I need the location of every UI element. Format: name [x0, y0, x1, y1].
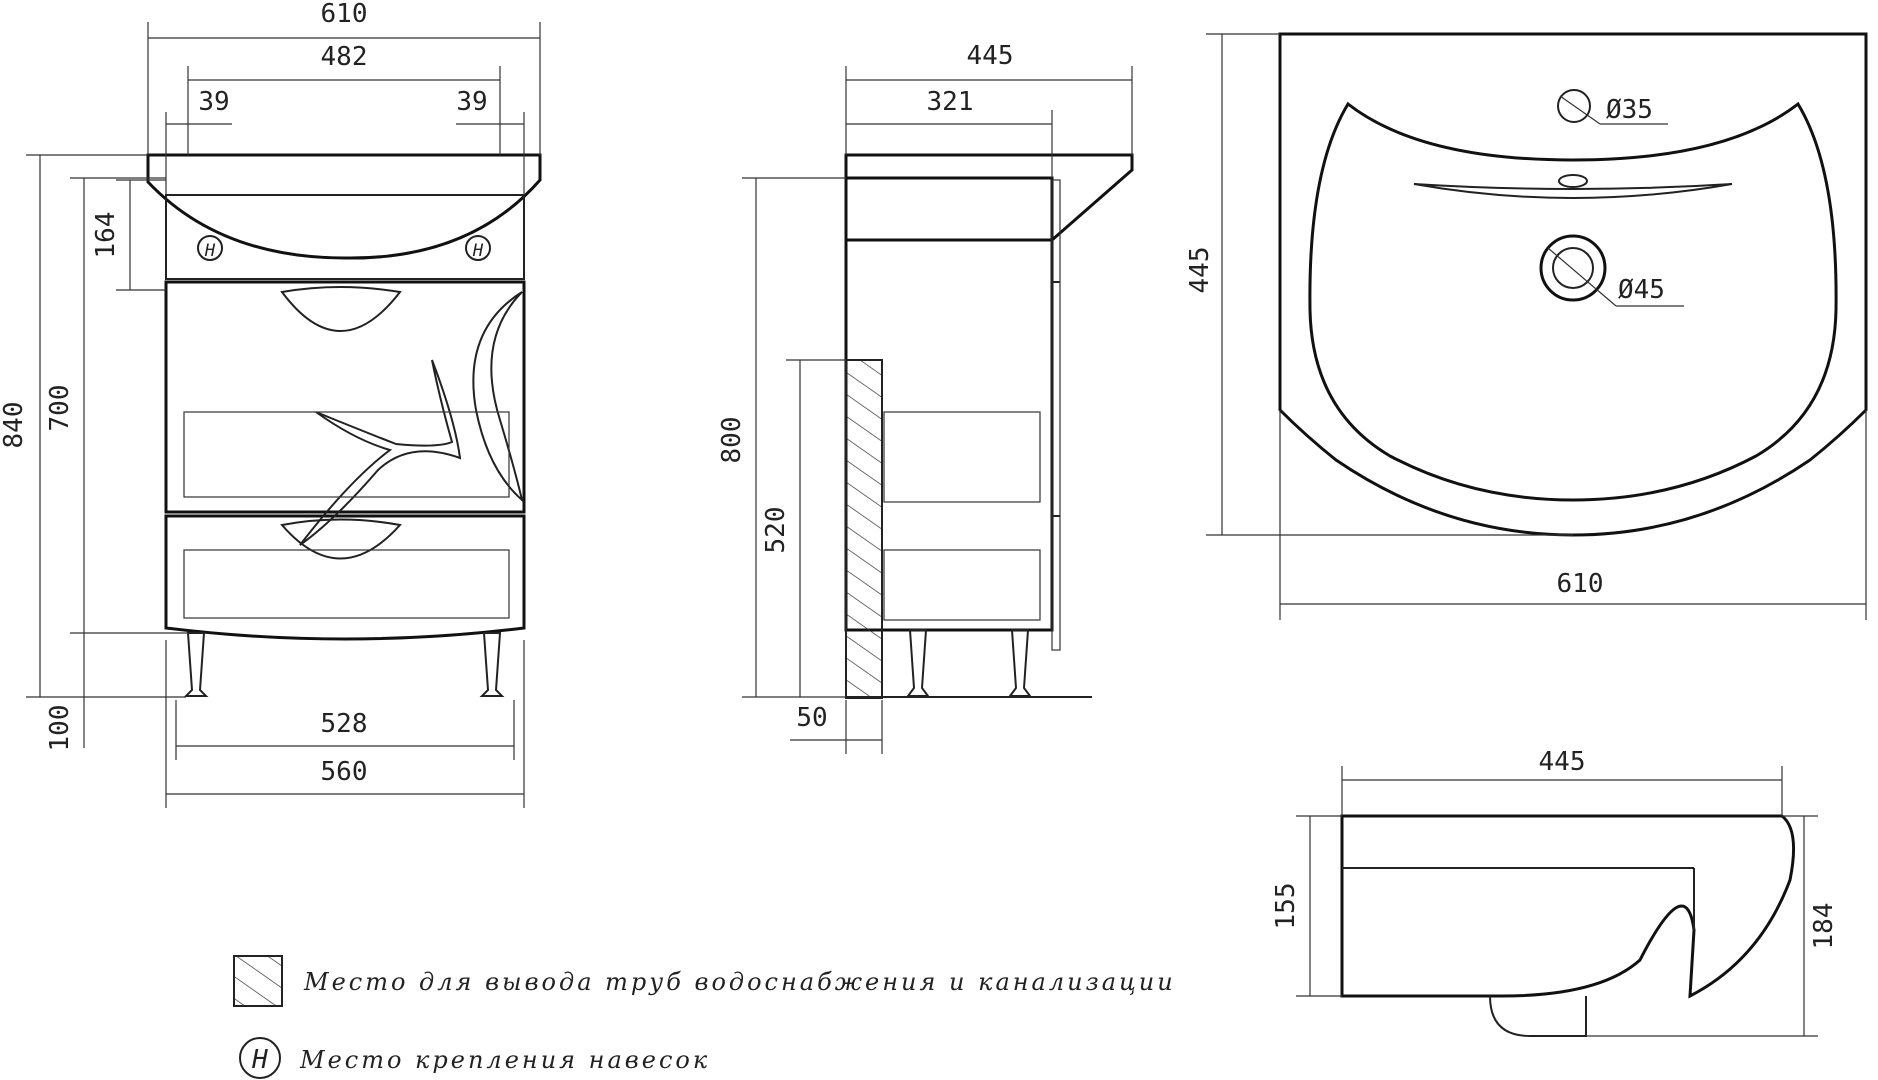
dim-front-top-height: 164	[91, 212, 121, 259]
dim-front-body-width: 560	[321, 757, 368, 787]
dim-front-inner-width: 482	[321, 42, 368, 72]
svg-text:H: H	[204, 241, 216, 261]
svg-text:H: H	[251, 1045, 268, 1075]
front-handle-bottom	[280, 518, 402, 560]
legend: Место для вывода труб водоснабжения и ка…	[233, 955, 1176, 1079]
dim-basin-depth: 445	[1185, 247, 1215, 294]
legend-hatch-item: Место для вывода труб водоснабжения и ка…	[233, 955, 1176, 1007]
dim-side-depth-body: 321	[927, 87, 974, 117]
basin-outline	[1278, 32, 1868, 537]
dim-side-height-total: 800	[717, 417, 747, 464]
basin-side-outline	[1340, 814, 1796, 999]
legend-hatch-label: Место для вывода труб водоснабжения и ка…	[303, 968, 1176, 996]
dim-drain-hole: Ø45	[1618, 275, 1665, 305]
mount-symbol-left: H	[197, 235, 223, 261]
front-drawer-bottom	[164, 514, 526, 641]
side-view: 445 321 800 520 50	[717, 41, 1134, 754]
dim-basin-side-depth: 445	[1539, 747, 1586, 777]
dim-basin-width: 610	[1557, 569, 1604, 599]
dim-front-total-height: 840	[0, 402, 29, 449]
front-decor-curve	[472, 291, 524, 503]
dim-front-total-width: 610	[321, 0, 368, 29]
drain-hole: Ø45	[1539, 234, 1684, 307]
dim-tap-hole: Ø35	[1606, 95, 1653, 125]
front-leg-left	[183, 632, 209, 697]
front-leg-right	[479, 632, 505, 697]
front-handle-top	[280, 286, 402, 332]
side-leg-back	[1008, 629, 1032, 697]
tap-hole-small	[1558, 174, 1588, 188]
dim-basin-side-height-front: 155	[1271, 883, 1301, 930]
dim-front-leg-height: 100	[45, 705, 75, 752]
front-view: H H 610 482 39 39 164 840	[0, 0, 542, 808]
side-leg-front	[906, 629, 930, 697]
mount-symbol-right: H	[465, 235, 491, 261]
basin-side-drain	[1489, 995, 1587, 1037]
front-upper-panel	[165, 194, 525, 280]
dim-front-body-height: 700	[45, 385, 75, 432]
dim-side-pipe-offset: 50	[796, 703, 827, 733]
legend-mount-item: H Место крепления навесок	[239, 1037, 710, 1079]
basin-rim-curve	[1413, 183, 1733, 199]
legend-hatch-swatch	[233, 955, 283, 1007]
legend-mount-label: Место крепления навесок	[299, 1046, 710, 1074]
front-drawer-top	[164, 280, 526, 514]
front-decor-branch	[299, 359, 462, 546]
tap-hole: Ø35	[1557, 89, 1668, 125]
dim-side-depth-total: 445	[967, 41, 1014, 71]
dim-front-right-offset: 39	[456, 87, 487, 117]
dim-front-left-offset: 39	[198, 87, 229, 117]
front-countertop	[146, 153, 542, 260]
dim-front-feet-span: 528	[321, 709, 368, 739]
basin-top-view: Ø35 Ø45 445 610	[1185, 32, 1868, 620]
dim-side-pipe-height: 520	[761, 507, 791, 554]
legend-mount-symbol	[239, 1037, 281, 1079]
basin-side-view: 445 155 184	[1271, 747, 1839, 1037]
svg-text:H: H	[472, 241, 484, 261]
dim-basin-side-height-back: 184	[1809, 903, 1839, 950]
basin-bowl	[1308, 101, 1838, 502]
side-countertop	[844, 153, 1134, 242]
side-pipe-zone	[845, 359, 883, 699]
